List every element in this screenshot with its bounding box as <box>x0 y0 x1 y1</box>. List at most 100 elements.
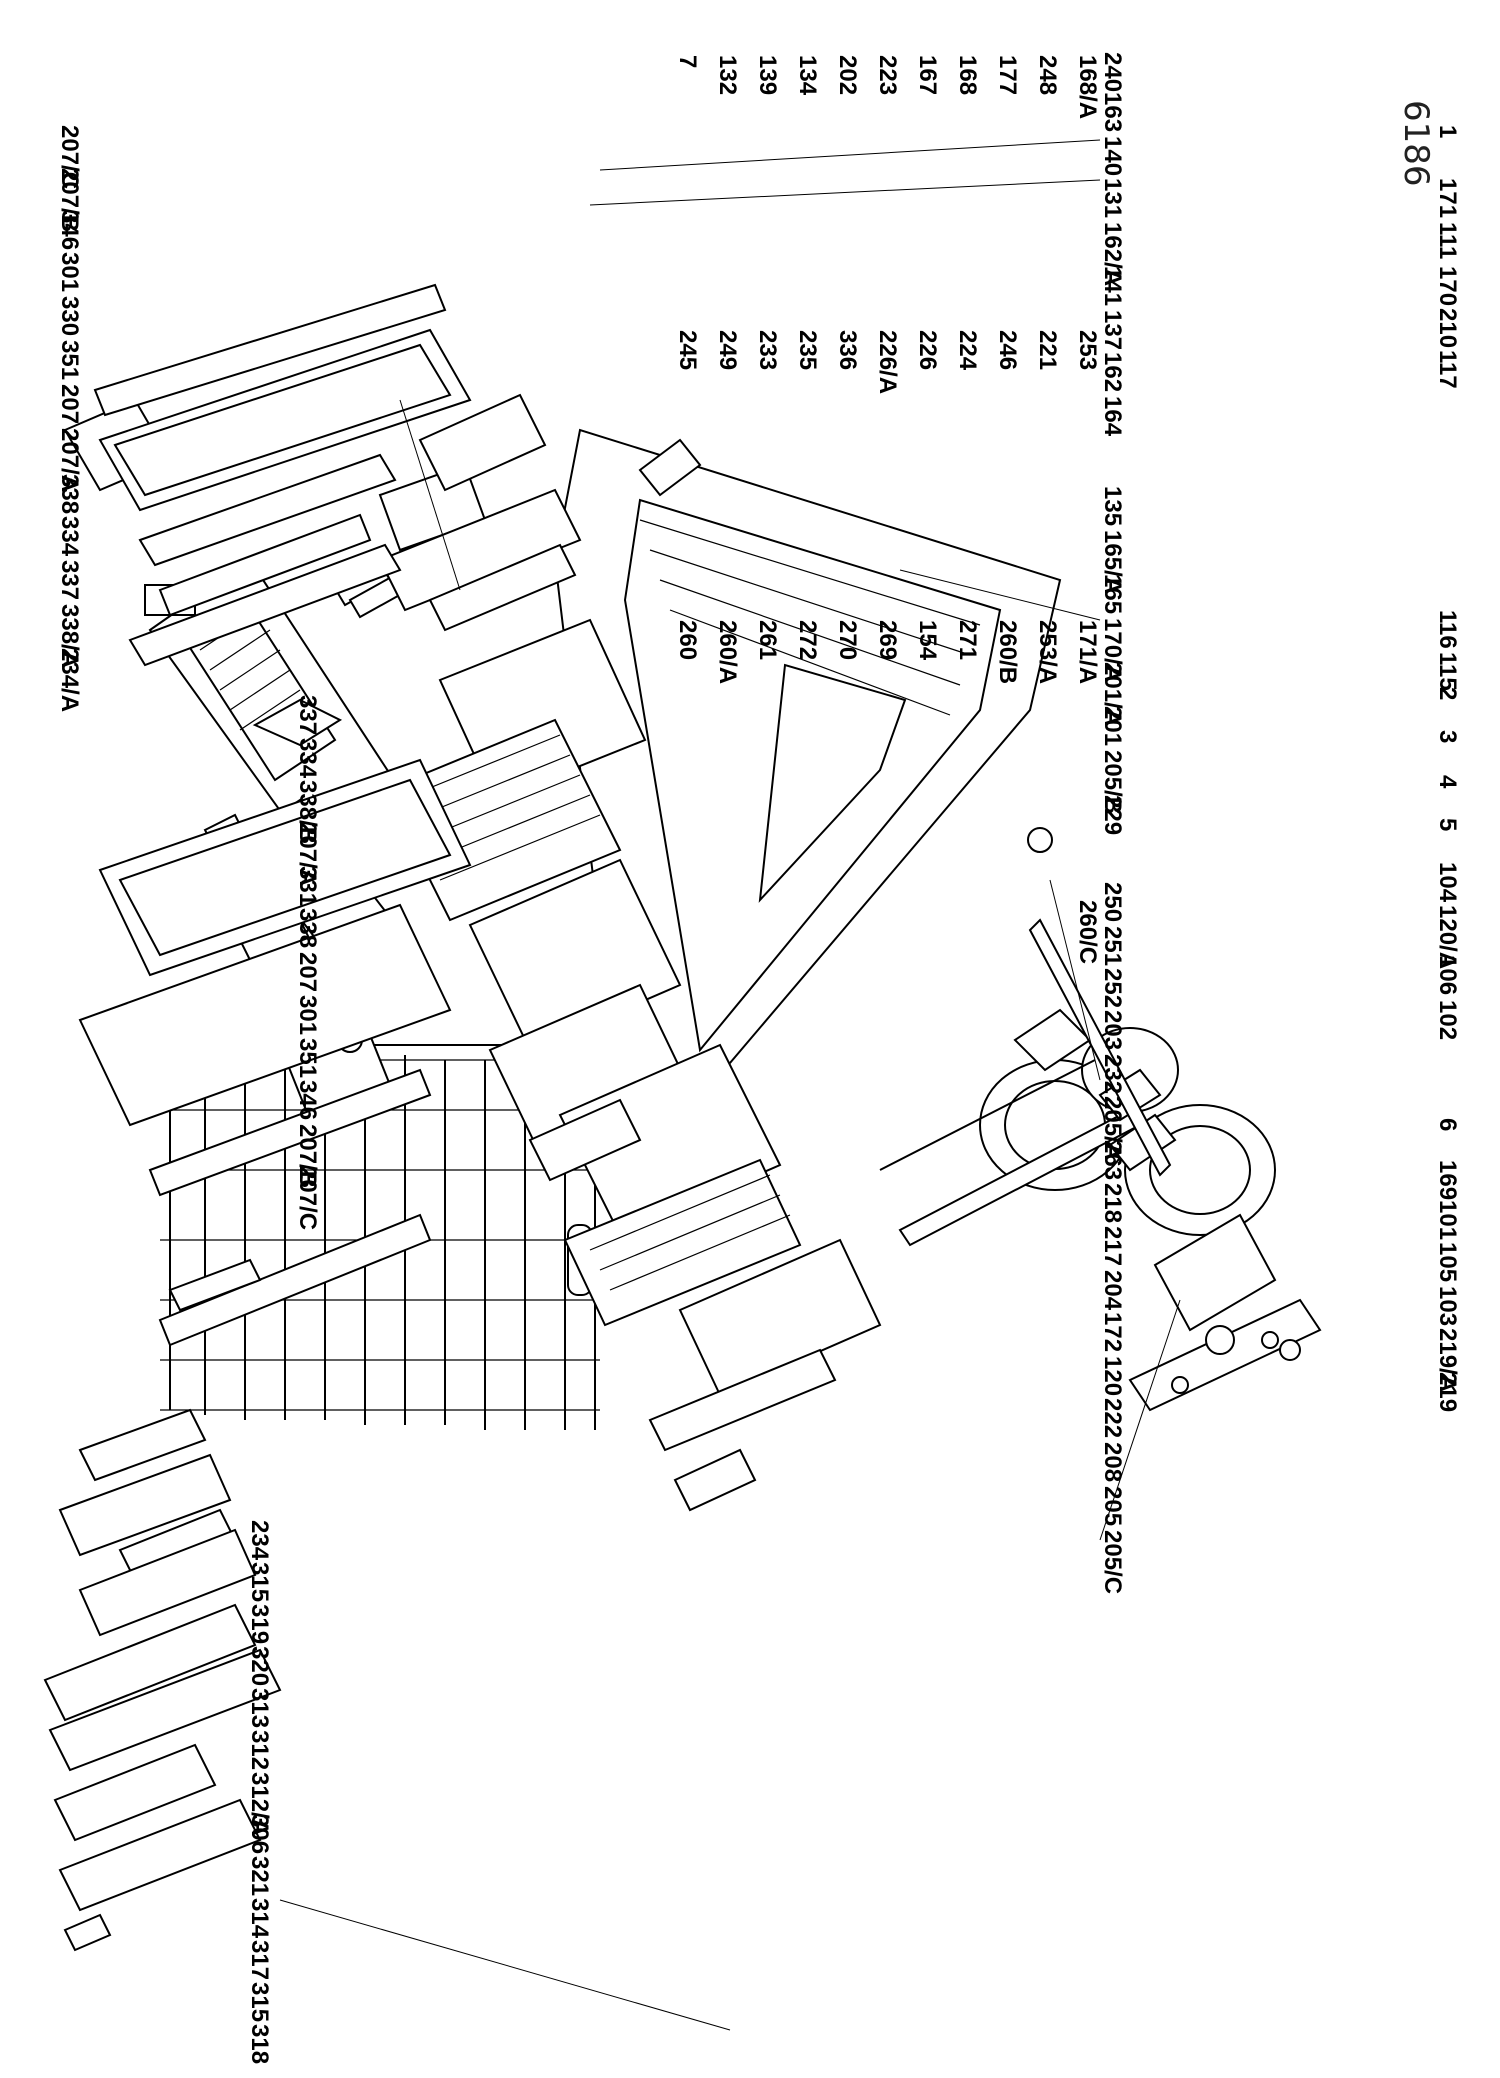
part-label: 223 <box>874 55 901 95</box>
part-label: 232 <box>1099 1054 1126 1094</box>
part-label: 207/B <box>294 1124 321 1188</box>
part-label: 338/A <box>56 604 83 668</box>
part-label: 312/A <box>246 1772 273 1836</box>
part-label: 207 <box>56 384 83 424</box>
part-label: 135 <box>1099 486 1126 526</box>
part-label: 154 <box>914 620 941 661</box>
part-label: 202 <box>834 55 861 95</box>
cabinet-drawing <box>553 428 1177 1177</box>
part-label: 170/A <box>1099 618 1126 682</box>
part-label: 338 <box>56 474 83 514</box>
part-label: 271 <box>954 620 981 660</box>
part-label: 163 <box>1099 92 1126 132</box>
part-label: 204 <box>1099 1270 1126 1311</box>
part-label: 334 <box>294 738 321 779</box>
part-label: 263 <box>1099 1140 1126 1180</box>
part-label: 346 <box>56 210 83 250</box>
part-label: 338/B <box>294 780 321 844</box>
part-label: 168/A <box>1074 55 1101 119</box>
part-label: 313 <box>246 1688 273 1728</box>
part-label: 315 <box>246 1982 273 2022</box>
part-label: 101 <box>1434 1200 1461 1240</box>
part-label: 221 <box>1034 330 1061 370</box>
part-label: 207/C <box>294 1166 321 1230</box>
part-label: 233 <box>754 330 781 370</box>
part-label: 207 <box>294 952 321 992</box>
part-label: 207/B <box>56 168 83 232</box>
part-label: 337 <box>56 560 83 600</box>
part-label: 172 <box>1099 1312 1126 1352</box>
part-label: 210 <box>1434 308 1461 348</box>
part-label: 260/B <box>994 620 1021 684</box>
part-label: 251 <box>1099 926 1126 966</box>
part-label: 234 <box>246 1520 273 1561</box>
part-label: 117 <box>1434 350 1461 389</box>
label-group-mid: 240 163 140 131 162/A 141 137 162 164 13… <box>1099 52 1126 1594</box>
part-label: 162 <box>1099 352 1126 392</box>
part-label: 336 <box>834 330 861 370</box>
part-label: 351 <box>56 340 83 380</box>
part-label: 226 <box>914 330 941 370</box>
part-label: 1 <box>1434 125 1461 138</box>
part-label: 205/C <box>1099 1530 1126 1594</box>
part-label: 235 <box>794 330 821 370</box>
part-label: 318 <box>246 2024 273 2064</box>
part-label: 111 <box>1434 222 1461 259</box>
part-label: 102 <box>1434 1000 1461 1040</box>
doors-drawing <box>63 283 472 1347</box>
label-group-door-upper: 207/C 207/B 346 301 330 351 207 207/A 33… <box>56 125 83 712</box>
part-label: 338 <box>294 908 321 948</box>
part-label: 165 <box>1099 574 1126 614</box>
part-label: 201/A <box>1099 662 1126 726</box>
part-label: 330 <box>56 296 83 336</box>
part-label: 312 <box>246 1730 273 1770</box>
part-label: 139 <box>754 55 781 95</box>
part-label: 301 <box>56 252 83 292</box>
part-label: 253 <box>1074 330 1101 370</box>
part-label: 229 <box>1099 795 1126 835</box>
document-id: 6186 <box>1396 100 1436 187</box>
label-group-door-lower: 337 334 338/B 207/A 331 338 207 301 351 … <box>294 695 321 1230</box>
part-label: 131 <box>1099 178 1126 218</box>
part-label: 203 <box>1099 1010 1126 1050</box>
part-label: 240 <box>1099 52 1126 92</box>
part-label: 132 <box>714 55 741 95</box>
part-label: 162/A <box>1099 222 1126 286</box>
part-label: 205/B <box>1099 750 1126 814</box>
label-group-topcol: 7 132 139 134 202 223 167 168 177 248 16… <box>674 55 1101 964</box>
part-label: 351 <box>294 1038 321 1078</box>
part-label: 104 <box>1434 862 1461 903</box>
part-label: 261 <box>754 620 781 660</box>
label-group-bottom: 1 171 111 170 210 117 116 115 2 3 4 5 10… <box>1434 125 1461 1412</box>
part-label: 105 <box>1434 1242 1461 1282</box>
part-label: 137 <box>1099 310 1126 350</box>
label-group-right: 234 315 319 320 313 312 312/A 306 321 31… <box>246 1520 273 2064</box>
part-label: 260/C <box>1074 900 1101 964</box>
part-label: 140 <box>1099 136 1126 176</box>
door-bins-drawing <box>43 1408 282 1952</box>
part-label: 320 <box>246 1646 273 1686</box>
part-label: 141 <box>1099 266 1126 306</box>
part-label: 245 <box>674 330 701 370</box>
part-label: 6 <box>1434 1118 1461 1131</box>
part-label: 120/A <box>1434 905 1461 969</box>
leader-lines <box>279 139 1181 2031</box>
part-label: 248 <box>1034 55 1061 95</box>
part-label: 219/A <box>1434 1328 1461 1392</box>
part-label: 115 <box>1434 652 1461 691</box>
part-label: 168 <box>954 55 981 95</box>
part-label: 170 <box>1434 266 1461 306</box>
part-label: 249 <box>714 330 741 370</box>
part-label: 315 <box>246 1562 273 1602</box>
part-label: 134 <box>794 55 821 96</box>
part-label: 208 <box>1099 1442 1126 1482</box>
part-label: 2 <box>1434 687 1461 700</box>
part-label: 120 <box>1099 1356 1126 1396</box>
part-label: 270 <box>834 620 861 660</box>
part-label: 7 <box>674 55 701 68</box>
part-label: 177 <box>994 55 1021 95</box>
part-label: 219 <box>1434 1372 1461 1412</box>
part-label: 226/A <box>874 330 901 394</box>
part-label: 217 <box>1099 1226 1126 1266</box>
part-label: 246 <box>994 330 1021 370</box>
